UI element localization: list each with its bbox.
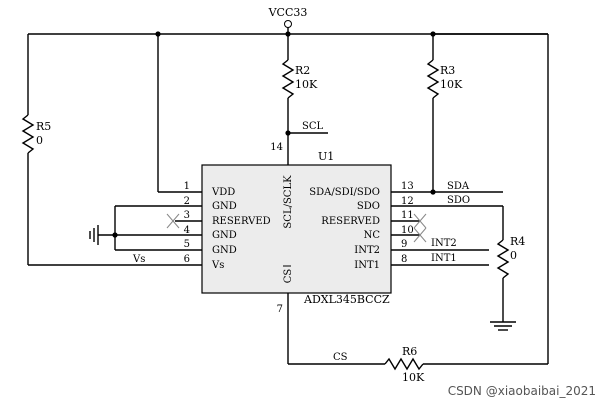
no-connect-icon [166,213,180,229]
pin-number: 9 [401,239,407,250]
pin-number: 12 [401,196,414,207]
r3-ref: R3 [440,64,455,77]
resistor-r5-symbol [21,114,35,154]
resistor-r2-symbol [281,59,295,99]
pin-name: NC [364,230,381,241]
ground-symbol-right [490,321,516,331]
no-connect-icon [413,213,427,229]
resistor-r4-symbol [496,239,510,279]
pin-number: 3 [184,210,190,221]
r3-value: 10K [440,78,463,91]
pin-number: 10 [401,225,414,236]
pin-number: 11 [401,210,414,221]
pin-name: GND [212,230,237,241]
vcc-label: VCC33 [268,6,308,19]
r2-value: 10K [295,78,318,91]
resistor-r6-symbol [384,357,424,371]
pin-name-cs: CS [283,269,294,284]
vcc-symbol: VCC33 [268,6,308,34]
pin-number: 5 [184,239,190,250]
pin-name: VDD [211,187,235,198]
pin-name: SDA/SDI/SDO [309,187,380,198]
pin-number: 4 [184,225,190,236]
net-label-int2: INT2 [431,238,457,249]
pin-name: SDO [357,201,380,212]
net-label-vs: Vs [132,254,145,265]
pin-name: RESERVED [321,216,380,227]
r4-value: 0 [510,249,517,262]
pin-number: 13 [401,181,414,192]
pin-name-scl-sclk: SCL/SCLK [283,175,294,229]
junction-dot [112,232,118,238]
r5-ref: R5 [36,120,51,133]
pin-number: 6 [184,254,190,265]
pin-number-14: 14 [270,142,283,153]
r4-ref: R4 [510,235,525,248]
r6-ref: R6 [402,345,417,358]
pin-name: GND [212,201,237,212]
pin-number: 1 [184,181,190,192]
no-connect-icon [413,227,427,243]
net-label-int1: INT1 [431,253,457,264]
ground-symbol-left [89,225,99,245]
pin-number: 8 [401,254,407,265]
chip-ref: U1 [318,150,334,163]
net-label-scl: SCL [302,121,324,132]
chip-body-u1 [201,164,392,294]
pin-name: INT2 [354,245,380,256]
resistor-r3-symbol [426,59,440,99]
r6-value: 10K [402,371,425,384]
pin-number-7: 7 [277,304,283,315]
watermark: CSDN @xiaobaibai_2021 [448,384,596,398]
pin-name: RESERVED [212,216,271,227]
pin-number: 2 [184,196,190,207]
pin-name: INT1 [354,260,380,271]
pin-name: GND [212,245,237,256]
r2-ref: R2 [295,64,310,77]
pin-name: Vs [211,260,224,271]
net-label-sda: SDA [447,181,470,192]
net-label-cs: CS [333,352,348,363]
chip-part: ADXL345BCCZ [303,293,390,306]
net-label-sdo: SDO [447,195,470,206]
r5-value: 0 [36,134,43,147]
